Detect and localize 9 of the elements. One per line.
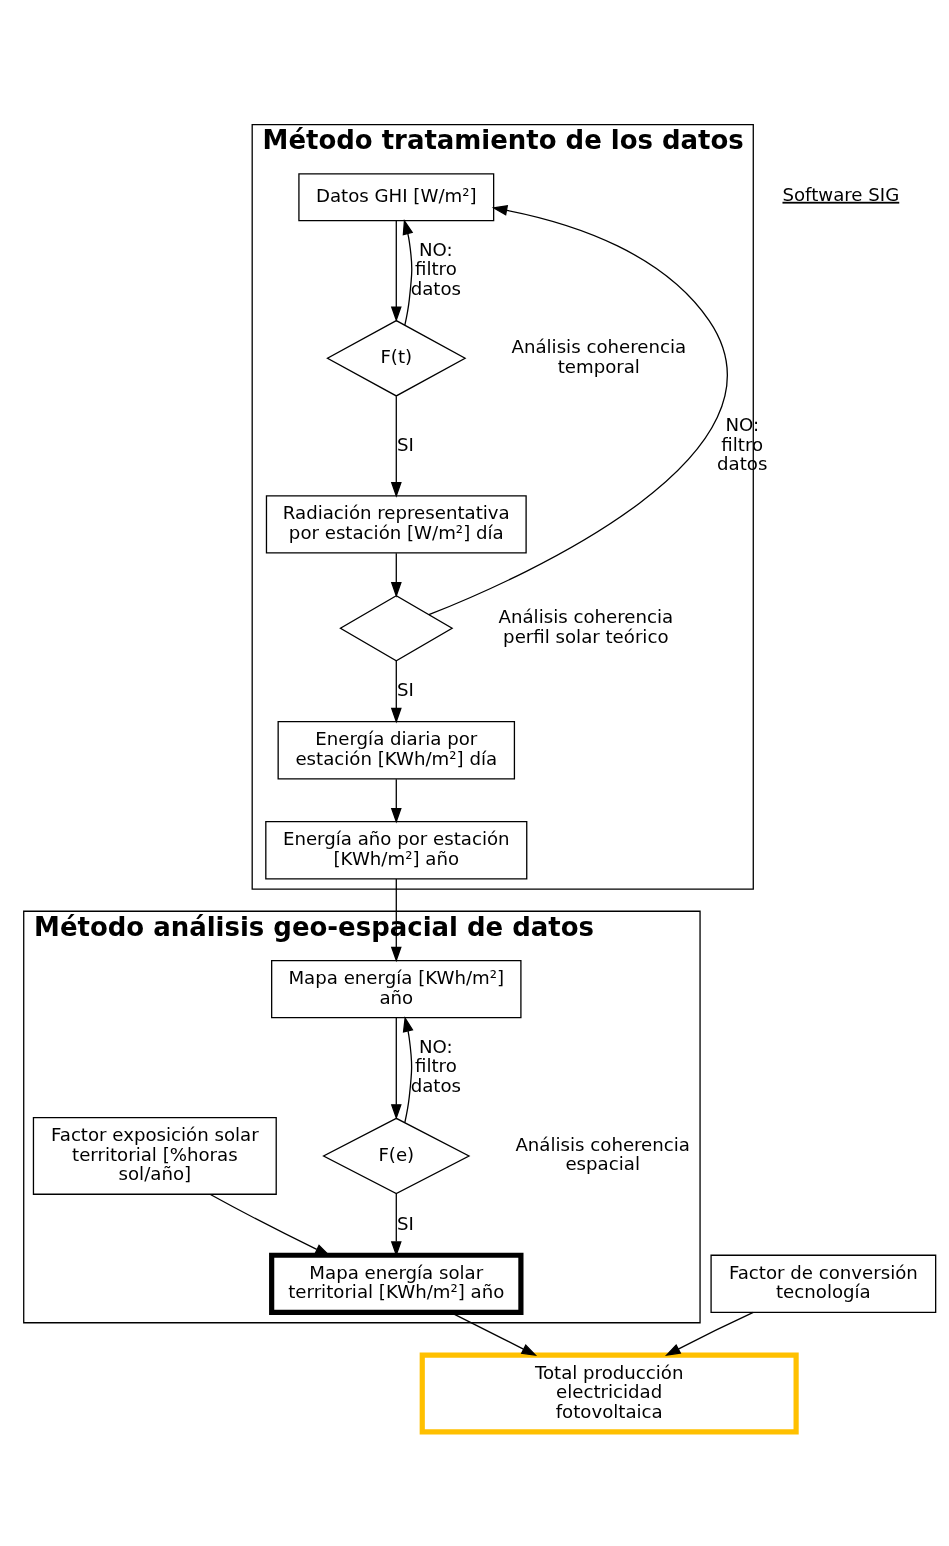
edge-label: SI: [396, 679, 414, 701]
node-label: Análisis coherencia espacial: [515, 1134, 690, 1175]
node-label: Análisis coherencia perfil solar teórico: [498, 606, 674, 647]
edge-label: NO: filtro datos: [410, 1036, 462, 1096]
edge-label: SI: [396, 1212, 414, 1234]
node-label: Análisis coherencia temporal: [511, 336, 687, 377]
label: Software SIG: [782, 183, 900, 205]
edge-label: SI: [396, 433, 414, 455]
edge-label: NO: filtro datos: [410, 238, 462, 299]
